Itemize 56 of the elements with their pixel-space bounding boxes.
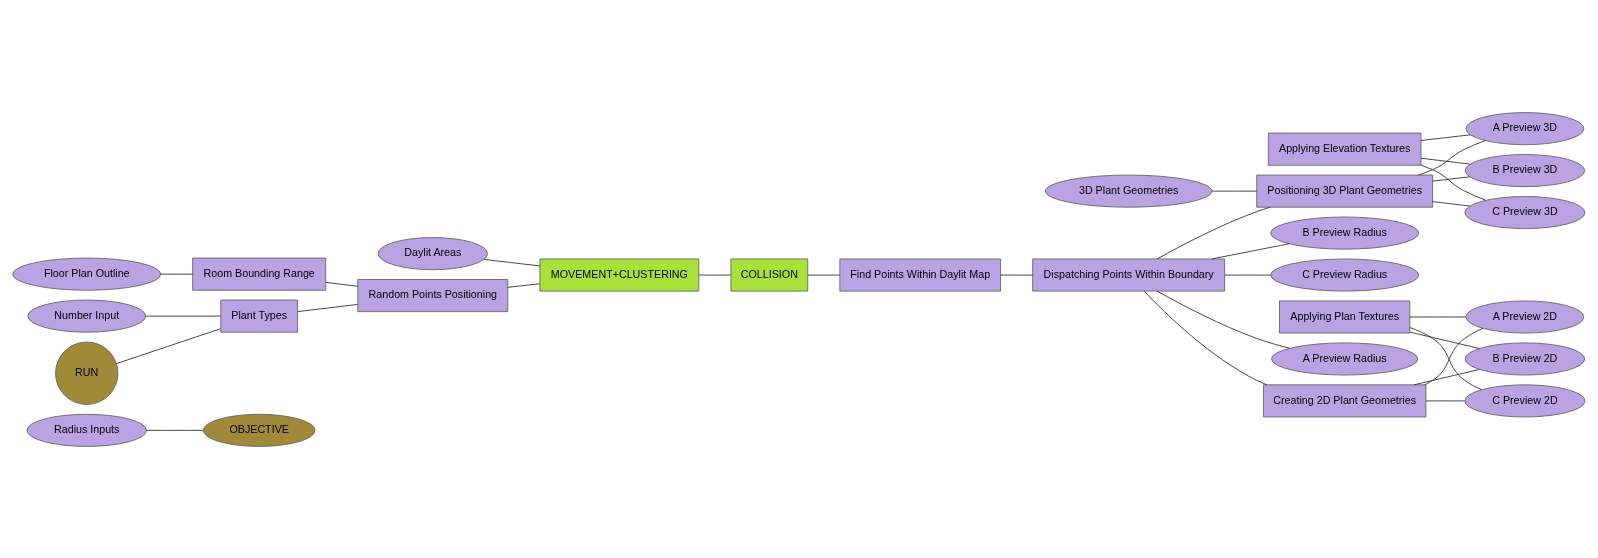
node-box: Applying Elevation Textures bbox=[1267, 132, 1422, 166]
connector bbox=[145, 429, 204, 431]
node-box: COLLISION bbox=[730, 258, 809, 292]
connector bbox=[1211, 190, 1258, 192]
connector bbox=[145, 315, 222, 317]
connector bbox=[1418, 139, 1486, 175]
connector bbox=[1432, 175, 1471, 182]
connector bbox=[325, 281, 359, 287]
connector bbox=[1000, 274, 1034, 275]
connector bbox=[1156, 206, 1271, 259]
node-ellipse: Radius Inputs bbox=[26, 413, 147, 447]
connector bbox=[1432, 200, 1471, 206]
connector bbox=[1409, 316, 1467, 317]
node-box: Applying Plan Textures bbox=[1279, 299, 1411, 333]
connector bbox=[160, 273, 194, 275]
connector bbox=[1424, 327, 1484, 385]
node-ellipse: OBJECTIVE bbox=[202, 413, 316, 447]
connector bbox=[698, 274, 732, 275]
node-box: Dispatching Points Within Boundary bbox=[1032, 258, 1226, 292]
node-ellipse: A Preview 3D bbox=[1465, 111, 1585, 145]
node-ellipse: C Preview 2D bbox=[1464, 383, 1586, 417]
node-ellipse: C Preview Radius bbox=[1270, 258, 1420, 292]
connector bbox=[1420, 164, 1487, 201]
node-box: Find Points Within Daylit Map bbox=[839, 258, 1001, 292]
node-box: MOVEMENT+CLUSTERING bbox=[539, 258, 700, 292]
connector bbox=[297, 303, 359, 312]
connector bbox=[1143, 290, 1268, 385]
connector bbox=[1156, 290, 1291, 349]
node-circle: RUN bbox=[55, 341, 119, 405]
node-ellipse: Daylit Areas bbox=[377, 236, 488, 270]
node-ellipse: A Preview Radius bbox=[1271, 341, 1419, 375]
node-ellipse: C Preview 3D bbox=[1464, 195, 1586, 229]
connector bbox=[807, 274, 841, 275]
node-box: Creating 2D Plant Geometries bbox=[1263, 383, 1427, 417]
node-box: Plant Types bbox=[220, 299, 298, 333]
connector bbox=[1211, 242, 1290, 259]
node-ellipse: 3D Plant Geometries bbox=[1045, 174, 1213, 208]
connector bbox=[1409, 331, 1480, 349]
connector bbox=[116, 327, 221, 364]
connector bbox=[1224, 274, 1272, 275]
node-ellipse: B Preview Radius bbox=[1270, 216, 1420, 250]
connector bbox=[483, 258, 541, 266]
connector bbox=[1413, 368, 1480, 385]
connector bbox=[1420, 157, 1471, 165]
node-ellipse: Number Input bbox=[27, 299, 147, 333]
connector bbox=[1420, 133, 1471, 141]
node-box: Random Points Positioning bbox=[357, 278, 509, 312]
node-ellipse: A Preview 2D bbox=[1465, 299, 1585, 333]
connector bbox=[1425, 399, 1466, 401]
node-box: Room Bounding Range bbox=[192, 257, 327, 291]
node-ellipse: B Preview 2D bbox=[1464, 341, 1586, 375]
connector bbox=[507, 282, 541, 288]
node-box: Positioning 3D Plant Geometries bbox=[1256, 174, 1434, 208]
connector bbox=[1409, 326, 1483, 390]
node-ellipse: B Preview 3D bbox=[1464, 153, 1586, 187]
node-ellipse: Floor Plan Outline bbox=[12, 257, 162, 291]
